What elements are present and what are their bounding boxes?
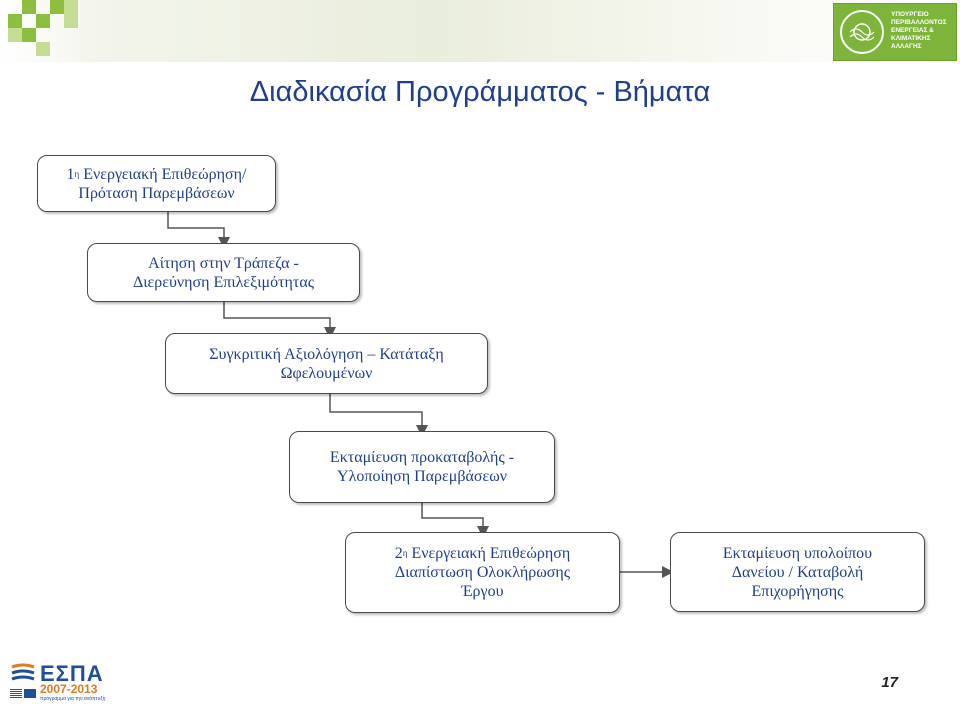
step-4-line-2: Υλοποίηση Παρεμβάσεων bbox=[337, 468, 507, 485]
top-banner bbox=[0, 0, 960, 62]
ministry-emblem-icon bbox=[840, 10, 884, 54]
espa-years: 2007-2013 bbox=[40, 682, 98, 696]
connector-1-2 bbox=[167, 212, 230, 249]
decor-square bbox=[36, 42, 50, 56]
decor-square bbox=[22, 0, 36, 14]
espa-word: ΕΣΠΑ bbox=[40, 661, 104, 686]
decor-square bbox=[22, 28, 36, 42]
step-5-box: 2η Ενεργειακή Επιθεώρηση Διαπίστωση Ολοκ… bbox=[345, 532, 620, 613]
step-4-box: Εκταμίευση προκαταβολής - Υλοποίηση Παρε… bbox=[289, 431, 555, 503]
step-2-box: Αίτηση στην Τράπεζα - Διερεύνηση Επιλεξι… bbox=[87, 243, 360, 302]
slide-title: Διαδικασία Προγράμματος - Βήματα bbox=[249, 76, 711, 108]
step-6-line-3: Επιχορήγησης bbox=[751, 582, 844, 600]
step-5-line-1: 2η Ενεργειακή Επιθεώρηση bbox=[394, 545, 571, 562]
step-6-box: Εκταμίευση υπολοίπου Δανείου / Καταβολή … bbox=[670, 532, 925, 612]
connector-4-5 bbox=[421, 503, 489, 538]
connector-2-3 bbox=[223, 302, 336, 339]
decor-square bbox=[8, 14, 22, 28]
step-1-box: 1η Ενεργειακή Επιθεώρηση/ Πρόταση Παρεμβ… bbox=[37, 155, 276, 212]
decor-square bbox=[8, 28, 22, 42]
espa-mark-icon bbox=[11, 663, 35, 681]
step-6-line-2: Δανείου / Καταβολή bbox=[731, 563, 864, 581]
decor-square bbox=[36, 14, 50, 28]
decor-square bbox=[64, 0, 78, 14]
espa-logo: ΕΣΠΑ 2007-2013 πρόγραμμα για την ανάπτυξ… bbox=[10, 661, 110, 703]
step-6-line-1: Εκταμίευση υπολοίπου bbox=[722, 544, 873, 562]
step-2-line-2: Διερεύνηση Επιλεξιμότητας bbox=[132, 273, 315, 291]
step-5-line-2: Διαπίστωση Ολοκλήρωσης bbox=[394, 564, 571, 581]
page-number: 17 bbox=[881, 674, 898, 691]
decor-square bbox=[64, 14, 78, 28]
decor-square bbox=[50, 0, 64, 14]
connector-3-4 bbox=[329, 394, 428, 437]
step-1-line-1: 1η Ενεργειακή Επιθεώρηση/ bbox=[66, 165, 247, 183]
step-2-line-1: Αίτηση στην Τράπεζα - bbox=[148, 254, 299, 272]
ministry-name: ΥΠΟΥΡΓΕΙΟ ΠΕΡΙΒΑΛΛΟΝΤΟΣ ΕΝΕΡΓΕΙΑΣ & ΚΛΙΜ… bbox=[891, 11, 947, 50]
step-5-line-3: Έργου bbox=[461, 583, 504, 600]
ministry-logo: ΥΠΟΥΡΓΕΙΟ ΠΕΡΙΒΑΛΛΟΝΤΟΣ ΕΝΕΡΓΕΙΑΣ & ΚΛΙΜ… bbox=[833, 3, 957, 61]
eu-flag-icon bbox=[24, 689, 36, 698]
step-3-line-2: Ωφελουμένων bbox=[280, 364, 373, 382]
greek-flag-icon bbox=[10, 689, 22, 698]
step-4-line-1: Εκταμίευση προκαταβολής - bbox=[329, 449, 515, 466]
step-3-box: Συγκριτική Αξιολόγηση – Κατάταξη Ωφελουμ… bbox=[165, 333, 488, 394]
step-1-line-2: Πρόταση Παρεμβάσεων bbox=[78, 184, 235, 202]
espa-tagline: πρόγραμμα για την ανάπτυξη bbox=[40, 696, 106, 702]
step-3-line-1: Συγκριτική Αξιολόγηση – Κατάταξη bbox=[209, 345, 444, 363]
